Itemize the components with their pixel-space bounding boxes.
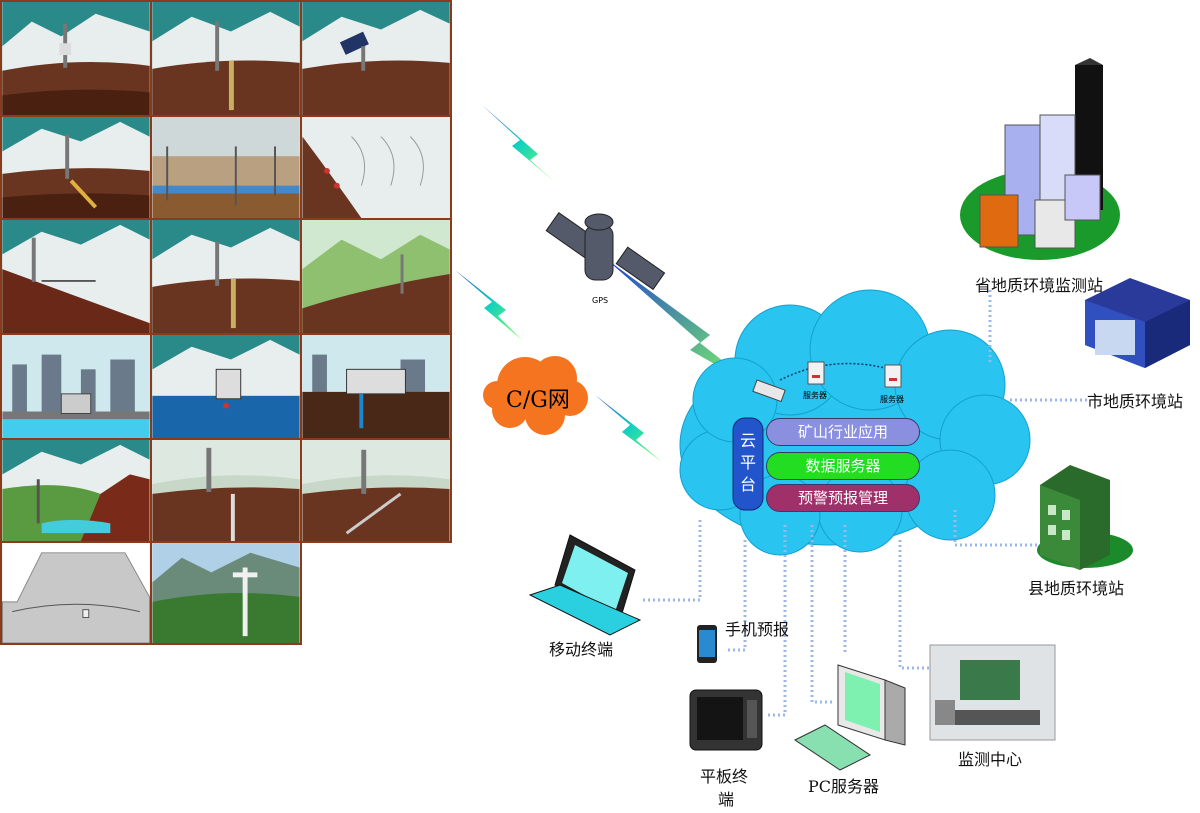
city-station-icon — [1085, 278, 1190, 368]
sensor-tile-4 — [0, 115, 152, 220]
sensor-tile-2 — [150, 0, 302, 117]
satellite-beam — [605, 258, 760, 390]
tablet-icon — [689, 689, 763, 751]
cloud-platform-label: 云平台 — [739, 431, 756, 494]
mobile-terminal-label: 移动终端 — [549, 640, 614, 659]
sensor-tile-1 — [0, 0, 152, 117]
router-icon — [752, 379, 786, 403]
pc-server-label: PC服务器 — [808, 777, 880, 796]
city-station-label: 市地质环境站 — [1087, 392, 1184, 411]
cg-network-label: C/G网 — [506, 388, 570, 413]
province-station-icon — [960, 58, 1120, 260]
sensor-tile-3 — [300, 0, 452, 117]
tablet-label-line1: 平板终 — [700, 767, 749, 786]
wireless-bolt-3 — [595, 395, 662, 462]
server-icon-1 — [807, 361, 825, 385]
server-icon-2 — [884, 364, 902, 388]
sensor-tile-9 — [300, 218, 452, 335]
sensor-tile-5 — [150, 115, 302, 220]
phone-icon — [697, 625, 717, 663]
county-station-label: 县地质环境站 — [1028, 579, 1125, 598]
sensor-tile-11 — [150, 333, 302, 440]
province-station-label: 省地质环境监测站 — [975, 276, 1104, 295]
data-server-box: 数据服务器 — [766, 452, 920, 480]
gps-satellite-icon — [545, 211, 666, 291]
sensor-tile-6 — [300, 115, 452, 220]
monitor-center-label: 监测中心 — [958, 750, 1023, 769]
sensor-tile-14 — [150, 438, 302, 543]
county-station-icon — [1037, 465, 1133, 570]
pc-icon — [794, 664, 906, 771]
monitor-center-photo — [929, 644, 1056, 741]
laptop-icon — [528, 534, 642, 636]
server-label-2: 服务器 — [880, 395, 904, 404]
sensor-tile-16 — [0, 541, 152, 645]
sensor-tile-8 — [150, 218, 302, 335]
sensor-tile-7 — [0, 218, 152, 335]
gps-label: GPS — [592, 296, 609, 305]
sensor-image-grid — [0, 0, 452, 645]
wireless-bolt-2 — [455, 270, 522, 340]
cloud-platform-pill — [732, 417, 764, 511]
sensor-tile-12 — [300, 333, 452, 440]
alert-management-box: 预警预报管理 — [766, 484, 920, 512]
cg-network-cloud — [483, 356, 588, 435]
wireless-bolt-1 — [482, 105, 555, 182]
server-label-1: 服务器 — [803, 391, 827, 400]
sensor-tile-17 — [150, 541, 302, 645]
tablet-label-line2: 端 — [718, 790, 735, 809]
mining-app-box: 矿山行业应用 — [766, 418, 920, 446]
phone-alert-label: 手机预报 — [725, 620, 790, 639]
network-links — [640, 290, 1090, 717]
sensor-tile-15 — [300, 438, 452, 543]
